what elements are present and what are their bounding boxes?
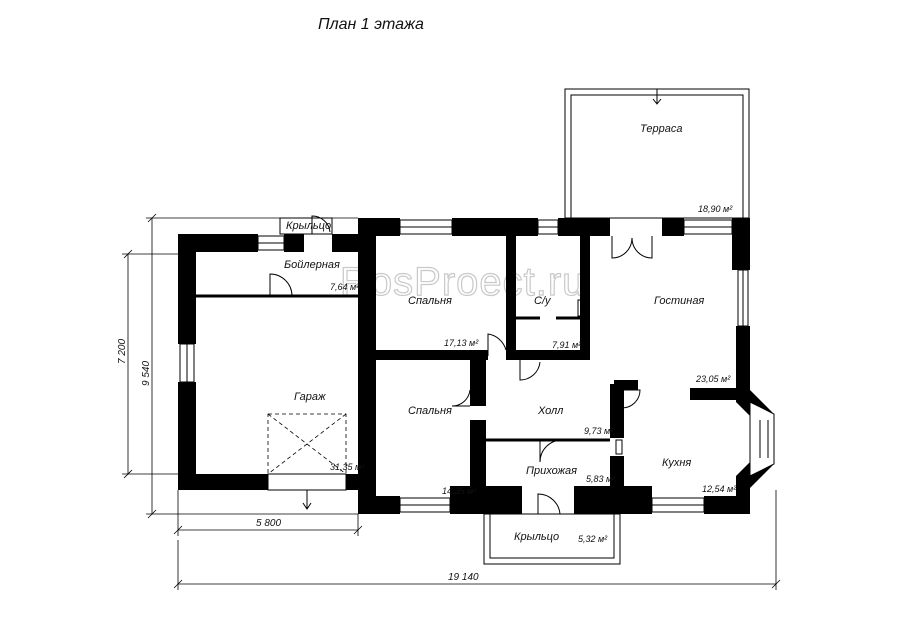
dimension-height-inner: 7 200	[117, 339, 128, 364]
room-area: 31,35 м²	[330, 462, 365, 472]
doors	[269, 215, 653, 515]
room-area: 7,91 м²	[552, 340, 582, 350]
room-area: 5,83 м²	[586, 474, 616, 484]
room-name: Спальня	[408, 295, 452, 307]
terrace-outline	[564, 88, 750, 219]
dimension-width-garage: 5 800	[256, 518, 281, 529]
room-name: Гараж	[294, 391, 326, 403]
porch-top-label: Крыльцо	[286, 220, 331, 232]
room-names: Терраса Бойлерная Спальня С/у Гостиная Г…	[284, 123, 704, 543]
room-area: 12,54 м²	[702, 484, 737, 494]
room-area: 9,73 м²	[584, 426, 614, 436]
watermark-logo: RosProect.ru	[340, 260, 585, 304]
windows	[179, 219, 775, 513]
room-area: 14,35 м²	[442, 486, 477, 496]
room-name: Бойлерная	[284, 259, 340, 271]
dimension-texts: 7 200 9 540 5 800 19 140	[117, 339, 479, 583]
room-area: 5,32 м²	[578, 534, 608, 544]
plan-title: План 1 этажа	[318, 16, 424, 33]
dimension-width-total: 19 140	[448, 572, 479, 583]
dimension-height-outer: 9 540	[141, 361, 152, 386]
room-name: Гостиная	[654, 295, 704, 307]
room-name: Терраса	[640, 123, 682, 135]
room-area: 17,13 м²	[444, 338, 479, 348]
bathroom-fixtures	[577, 299, 623, 455]
room-name: Крыльцо	[514, 531, 559, 543]
room-name: С/у	[534, 295, 552, 307]
room-name: Холл	[537, 405, 563, 417]
garage-door	[267, 473, 347, 510]
partitions	[196, 294, 610, 442]
porches	[279, 217, 621, 565]
room-name: Кухня	[662, 457, 691, 469]
room-area: 23,05 м²	[695, 374, 731, 384]
room-area: 18,90 м²	[698, 204, 733, 214]
walls	[178, 218, 774, 514]
room-name: Спальня	[408, 405, 452, 417]
car-symbol	[267, 413, 347, 475]
room-name: Прихожая	[526, 465, 577, 477]
room-area: 7,64 м²	[330, 282, 360, 292]
room-areas: 18,90 м² 7,64 м² 17,13 м² 7,91 м² 23,05 …	[330, 204, 737, 544]
dimension-lines	[122, 213, 781, 590]
